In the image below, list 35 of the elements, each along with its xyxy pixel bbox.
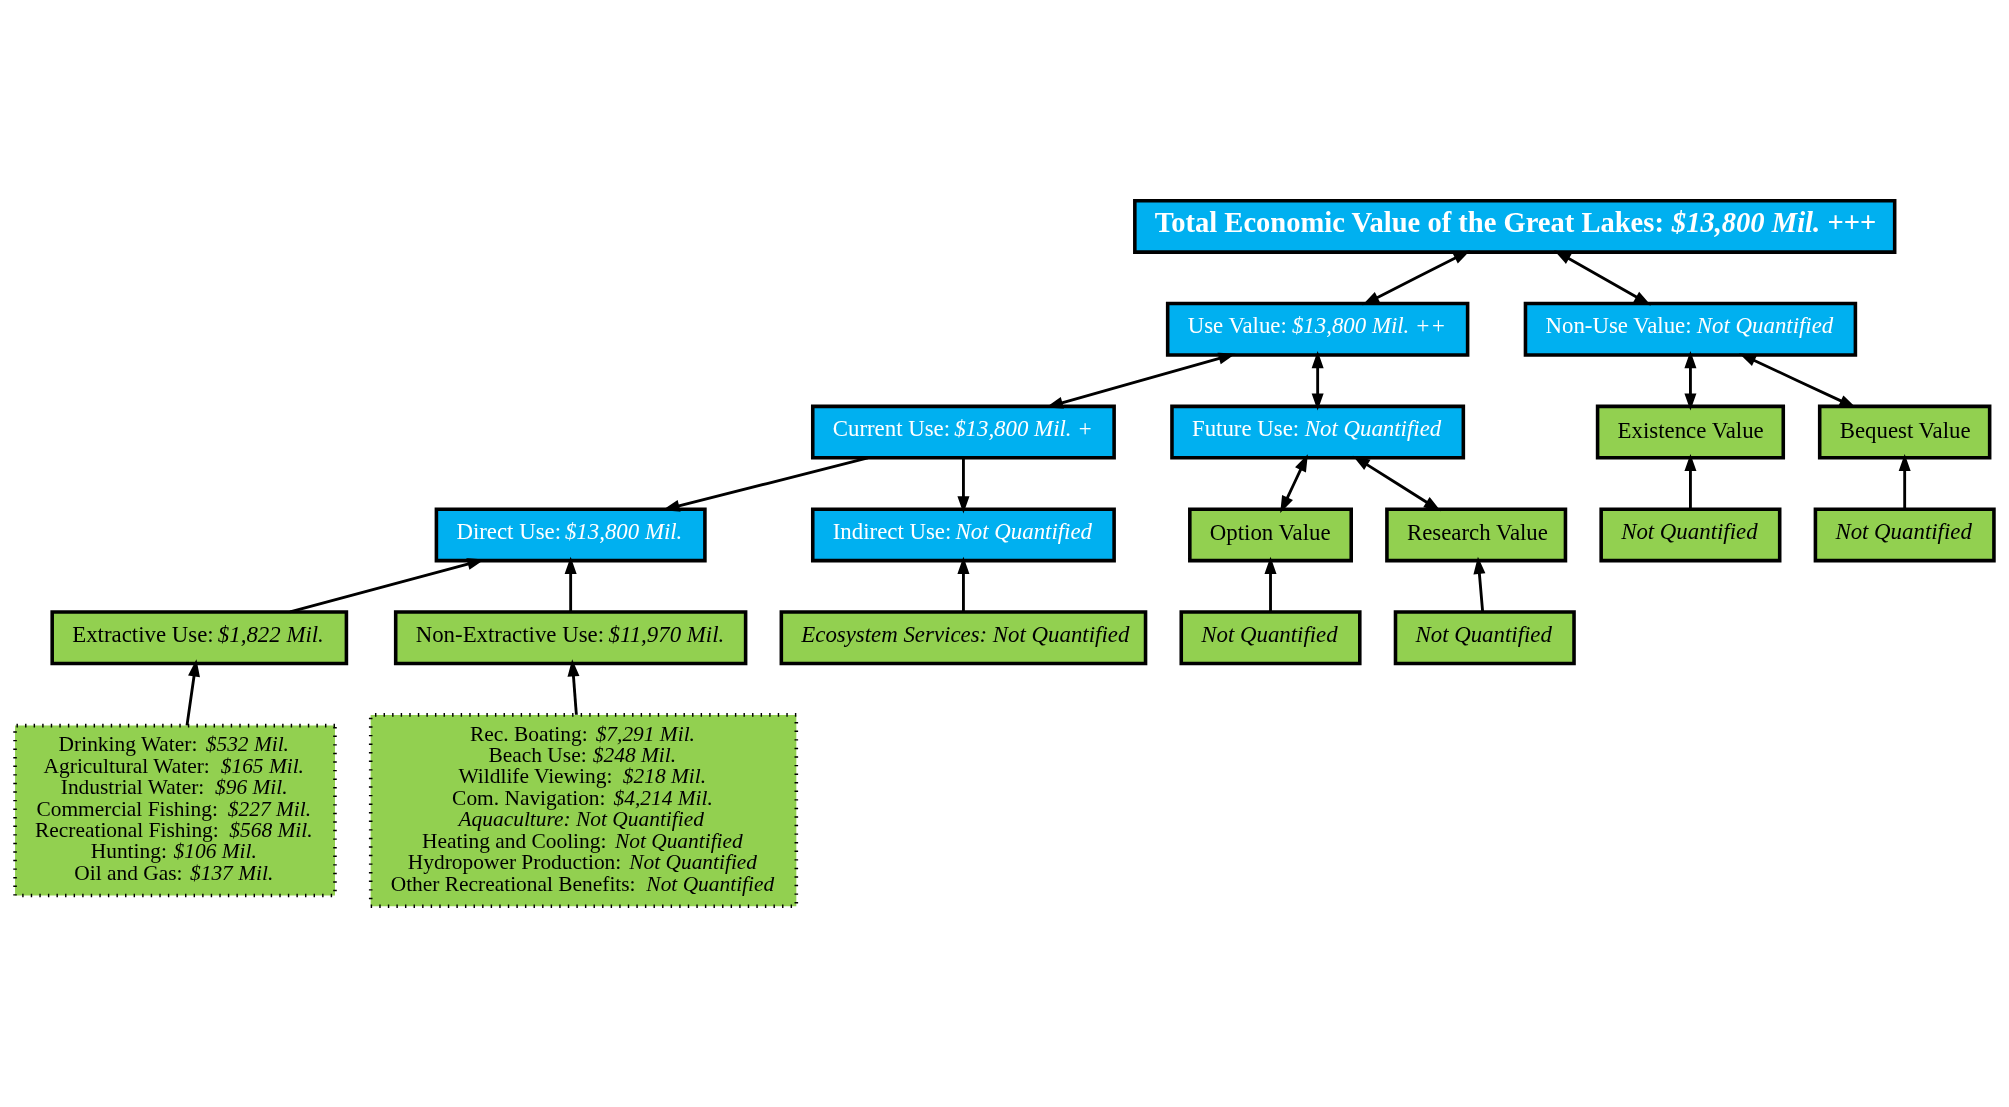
arrow [957,556,970,612]
node-box: Non-Extractive Use: $11,970 Mil. [393,610,748,666]
node-box: Not Quantified [1813,507,1996,563]
node-box: Indirect Use: Not Quantified [810,507,1116,563]
arrow [1362,250,1471,306]
node-box: Future Use: Not Quantified [1170,404,1466,460]
arrow [1352,455,1441,512]
arrow [1898,453,1911,510]
node-box: Not Quantified [1179,610,1362,666]
node-box: Non-Use Value: Not Quantified [1523,301,1858,357]
arrow [185,659,200,726]
arrow [564,556,577,612]
arrow [1553,250,1652,306]
node-box: Direct Use: $13,800 Mil. [434,507,707,563]
node-box: Ecosystem Services: Not Quantified [779,610,1148,666]
arrow [957,458,970,514]
arrow [1264,556,1277,612]
node-box: Not Quantified [1599,507,1782,563]
node-box: Not Quantified [1393,610,1576,666]
arrow [1473,556,1486,613]
node-box: Research Value [1385,507,1568,563]
arrow [1280,454,1308,513]
arrow [1311,351,1324,411]
node-box: Drinking Water: $532 Mil. Agricultural Water: $165 Mil. Industrial Water: $96 Mil. Commercial Fishing: $227 Mil. Recreational Fishing: $568 Mil. Hunting: $106 Mil. Oil and Gas: $137 Mil. [13,723,337,898]
node-box: Extractive Use: $1,822 Mil. [50,610,349,666]
arrow [1684,453,1697,510]
node-box: Rec. Boating: $7,291 Mil. Beach Use: $248 Mil. Wildlife Viewing: $218 Mil. Com. Navigation: $4,214 Mil. Aquaculture: Not Quantified Heating and Cooling: Not Quantified Hydropower Production: Not Quantified Other Recreational Benefits: Not Quantified [368,713,799,909]
arrow [567,659,580,715]
node-box: Total Economic Value of the Great Lakes: $13,800 Mil. +++ [1133,198,1897,254]
node-box: Option Value [1188,507,1353,563]
node-box: Existence Value [1595,404,1786,460]
node-box: Current Use: $13,800 Mil. + [810,404,1116,460]
node-box: Use Value: $13,800 Mil. ++ [1165,301,1470,357]
arrow [1684,351,1697,411]
node-box: Bequest Value [1817,404,1992,460]
